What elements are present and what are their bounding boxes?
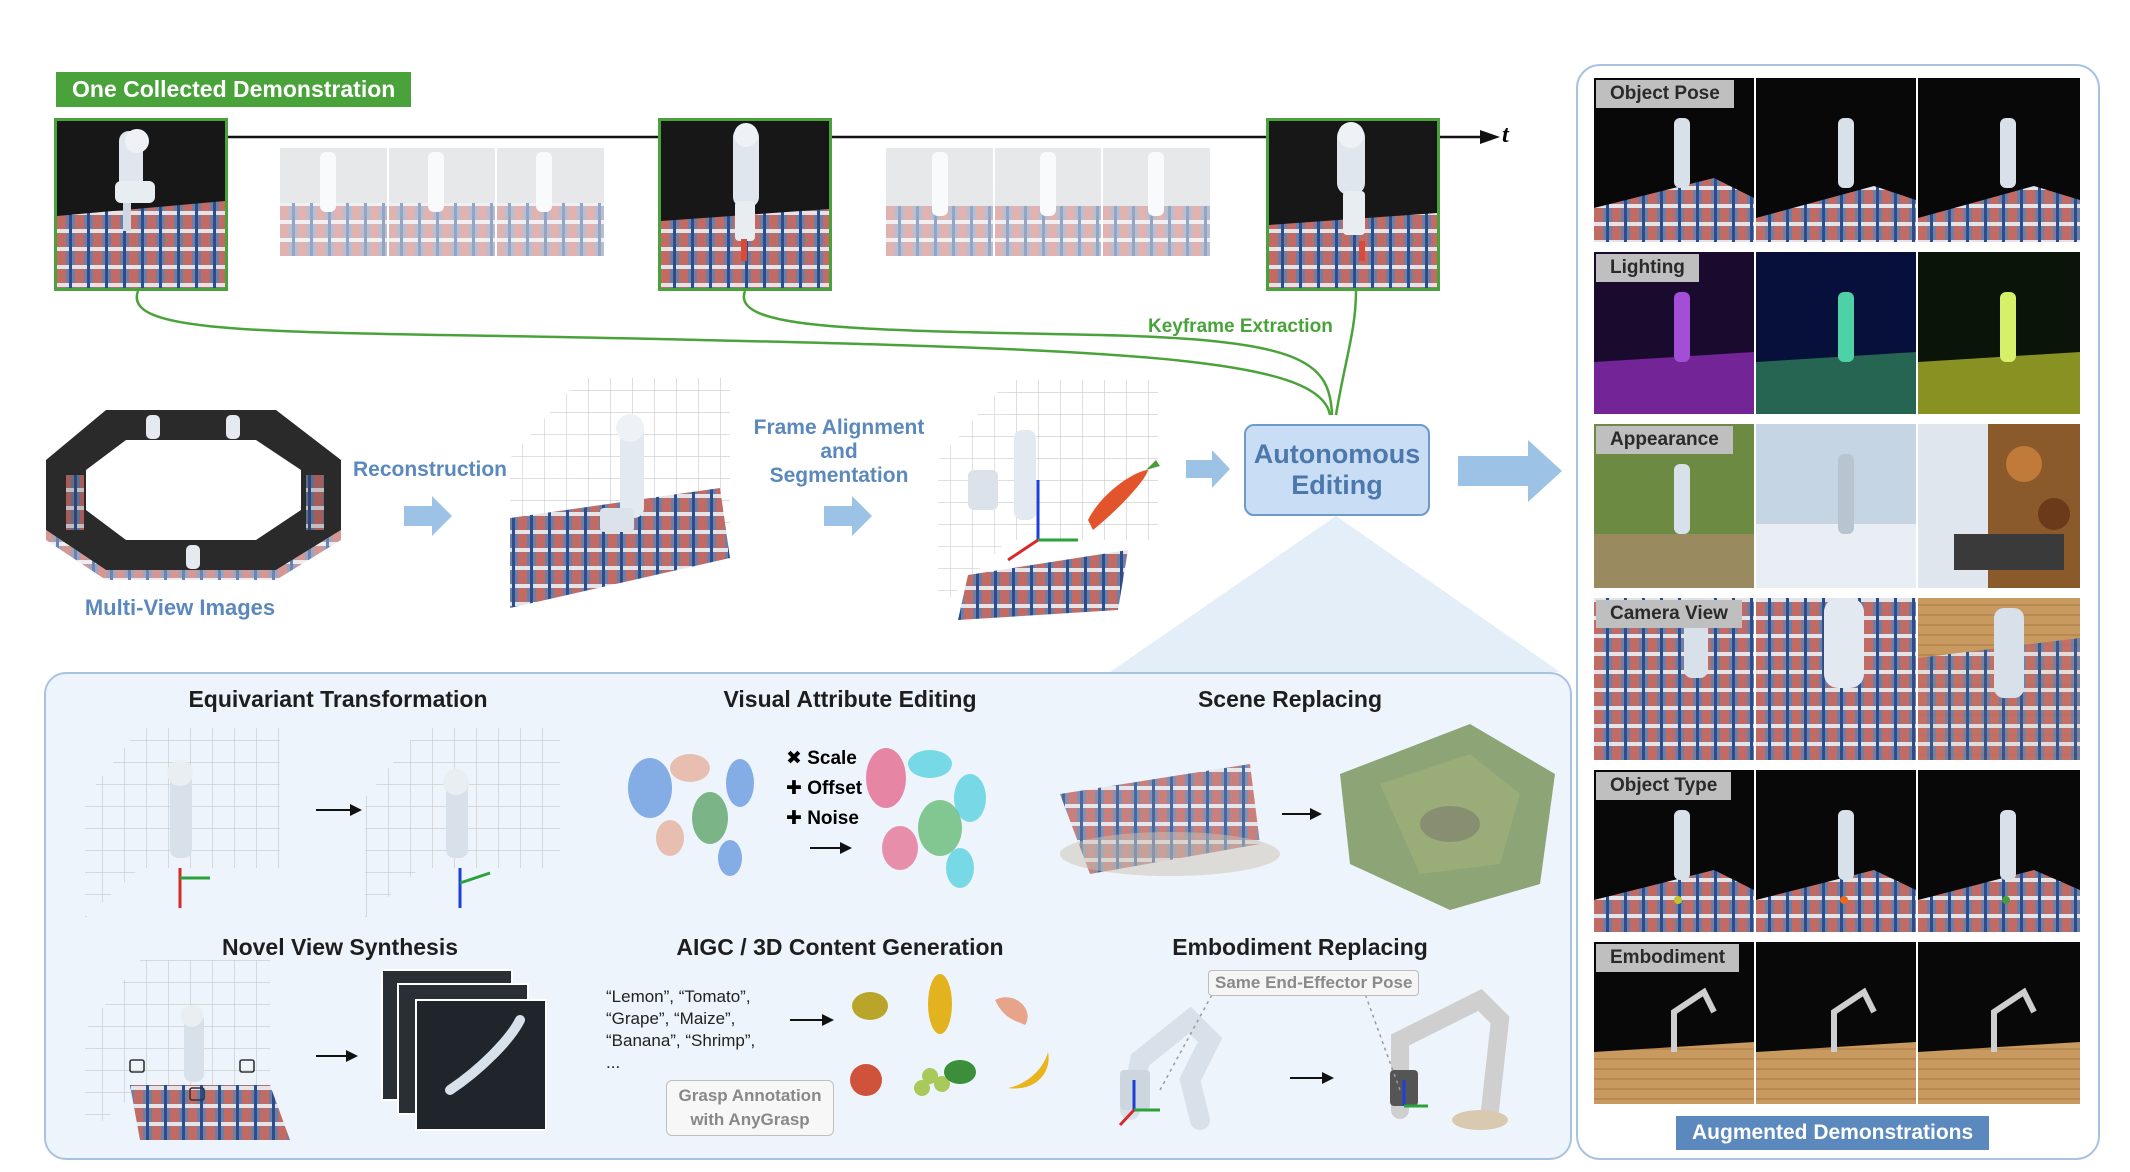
arrow-to-editing (1186, 450, 1230, 488)
equivariant-title: Equivariant Transformation (188, 686, 488, 712)
faded-frames-image (280, 148, 604, 256)
op-offset: ✚ Offset (786, 778, 863, 799)
reconstruction-label: Reconstruction (352, 458, 507, 481)
object-type-thumbs (1594, 770, 2080, 932)
row-appearance (1594, 424, 2080, 588)
row-label-object-type: Object Type (1596, 772, 1732, 800)
row-embodiment (1594, 942, 2080, 1104)
equivariant-illustration (85, 728, 560, 918)
aigc-title: AIGC / 3D Content Generation (676, 934, 1004, 960)
scene-replacing-illustration (1060, 724, 1555, 910)
arrow-alignment (824, 496, 872, 536)
row-label-camera-view: Camera View (1596, 600, 1742, 628)
time-axis-label: t (1502, 122, 1509, 148)
generated-objects-illustration (790, 974, 1049, 1096)
embodiment-replacing-illustration (1118, 979, 1510, 1130)
segmentation-3d-view (938, 380, 1160, 620)
attr-ops-list: ✖ Scale ✚ Offset ✚ Noise (786, 744, 862, 834)
gaussian-splats-illustration (628, 748, 986, 888)
reconstruction-3d-view (510, 378, 730, 608)
visual-attr-title: Visual Attribute Editing (723, 686, 977, 712)
demo-tag: One Collected Demonstration (56, 72, 412, 107)
row-label-lighting: Lighting (1596, 254, 1699, 282)
keyframe-1 (54, 118, 228, 291)
intermediate-frames-1 (280, 148, 604, 256)
arrow-reconstruction (404, 496, 452, 536)
row-object-type (1594, 770, 2080, 932)
keyframe-3 (1266, 118, 1440, 291)
frame-alignment-label: Frame Alignment and Segmentation (753, 416, 925, 487)
robot-scene-image (57, 121, 225, 288)
row-label-appearance: Appearance (1596, 426, 1733, 454)
row-label-embodiment: Embodiment (1596, 944, 1740, 972)
scene-replacing-title: Scene Replacing (1197, 686, 1383, 712)
robot-scene-image (1269, 121, 1437, 288)
aigc-prompt-list: “Lemon”, “Tomato”, “Grape”, “Maize”, “Ba… (606, 987, 756, 1072)
keyframe-extraction-label: Keyframe Extraction (1148, 316, 1333, 337)
faded-frames-image (886, 148, 1210, 256)
multi-view-label: Multi-View Images (84, 595, 276, 620)
multi-view-images (46, 410, 341, 580)
embodiment-replacing-title: Embodiment Replacing (1172, 934, 1428, 960)
grasp-annotation-box: Grasp Annotation with AnyGrasp (666, 1080, 834, 1136)
robot-scene-image (661, 121, 829, 288)
same-ee-pose-label: Same End-Effector Pose (1208, 970, 1420, 996)
novel-view-title: Novel View Synthesis (221, 934, 459, 960)
appearance-thumbs (1594, 424, 2080, 588)
keyframe-2 (658, 118, 832, 291)
embodiment-thumbs (1594, 942, 2080, 1104)
autonomous-editing-box: Autonomous Editing (1244, 424, 1430, 516)
op-scale: ✖ Scale (786, 748, 857, 769)
augmented-title: Augmented Demonstrations (1676, 1116, 1990, 1150)
zoom-cone (1110, 516, 1560, 672)
novel-view-illustration (85, 960, 547, 1140)
op-noise: ✚ Noise (786, 808, 859, 829)
arrow-to-augmented (1458, 440, 1562, 502)
row-label-object-pose: Object Pose (1596, 80, 1734, 108)
intermediate-frames-2 (886, 148, 1210, 256)
